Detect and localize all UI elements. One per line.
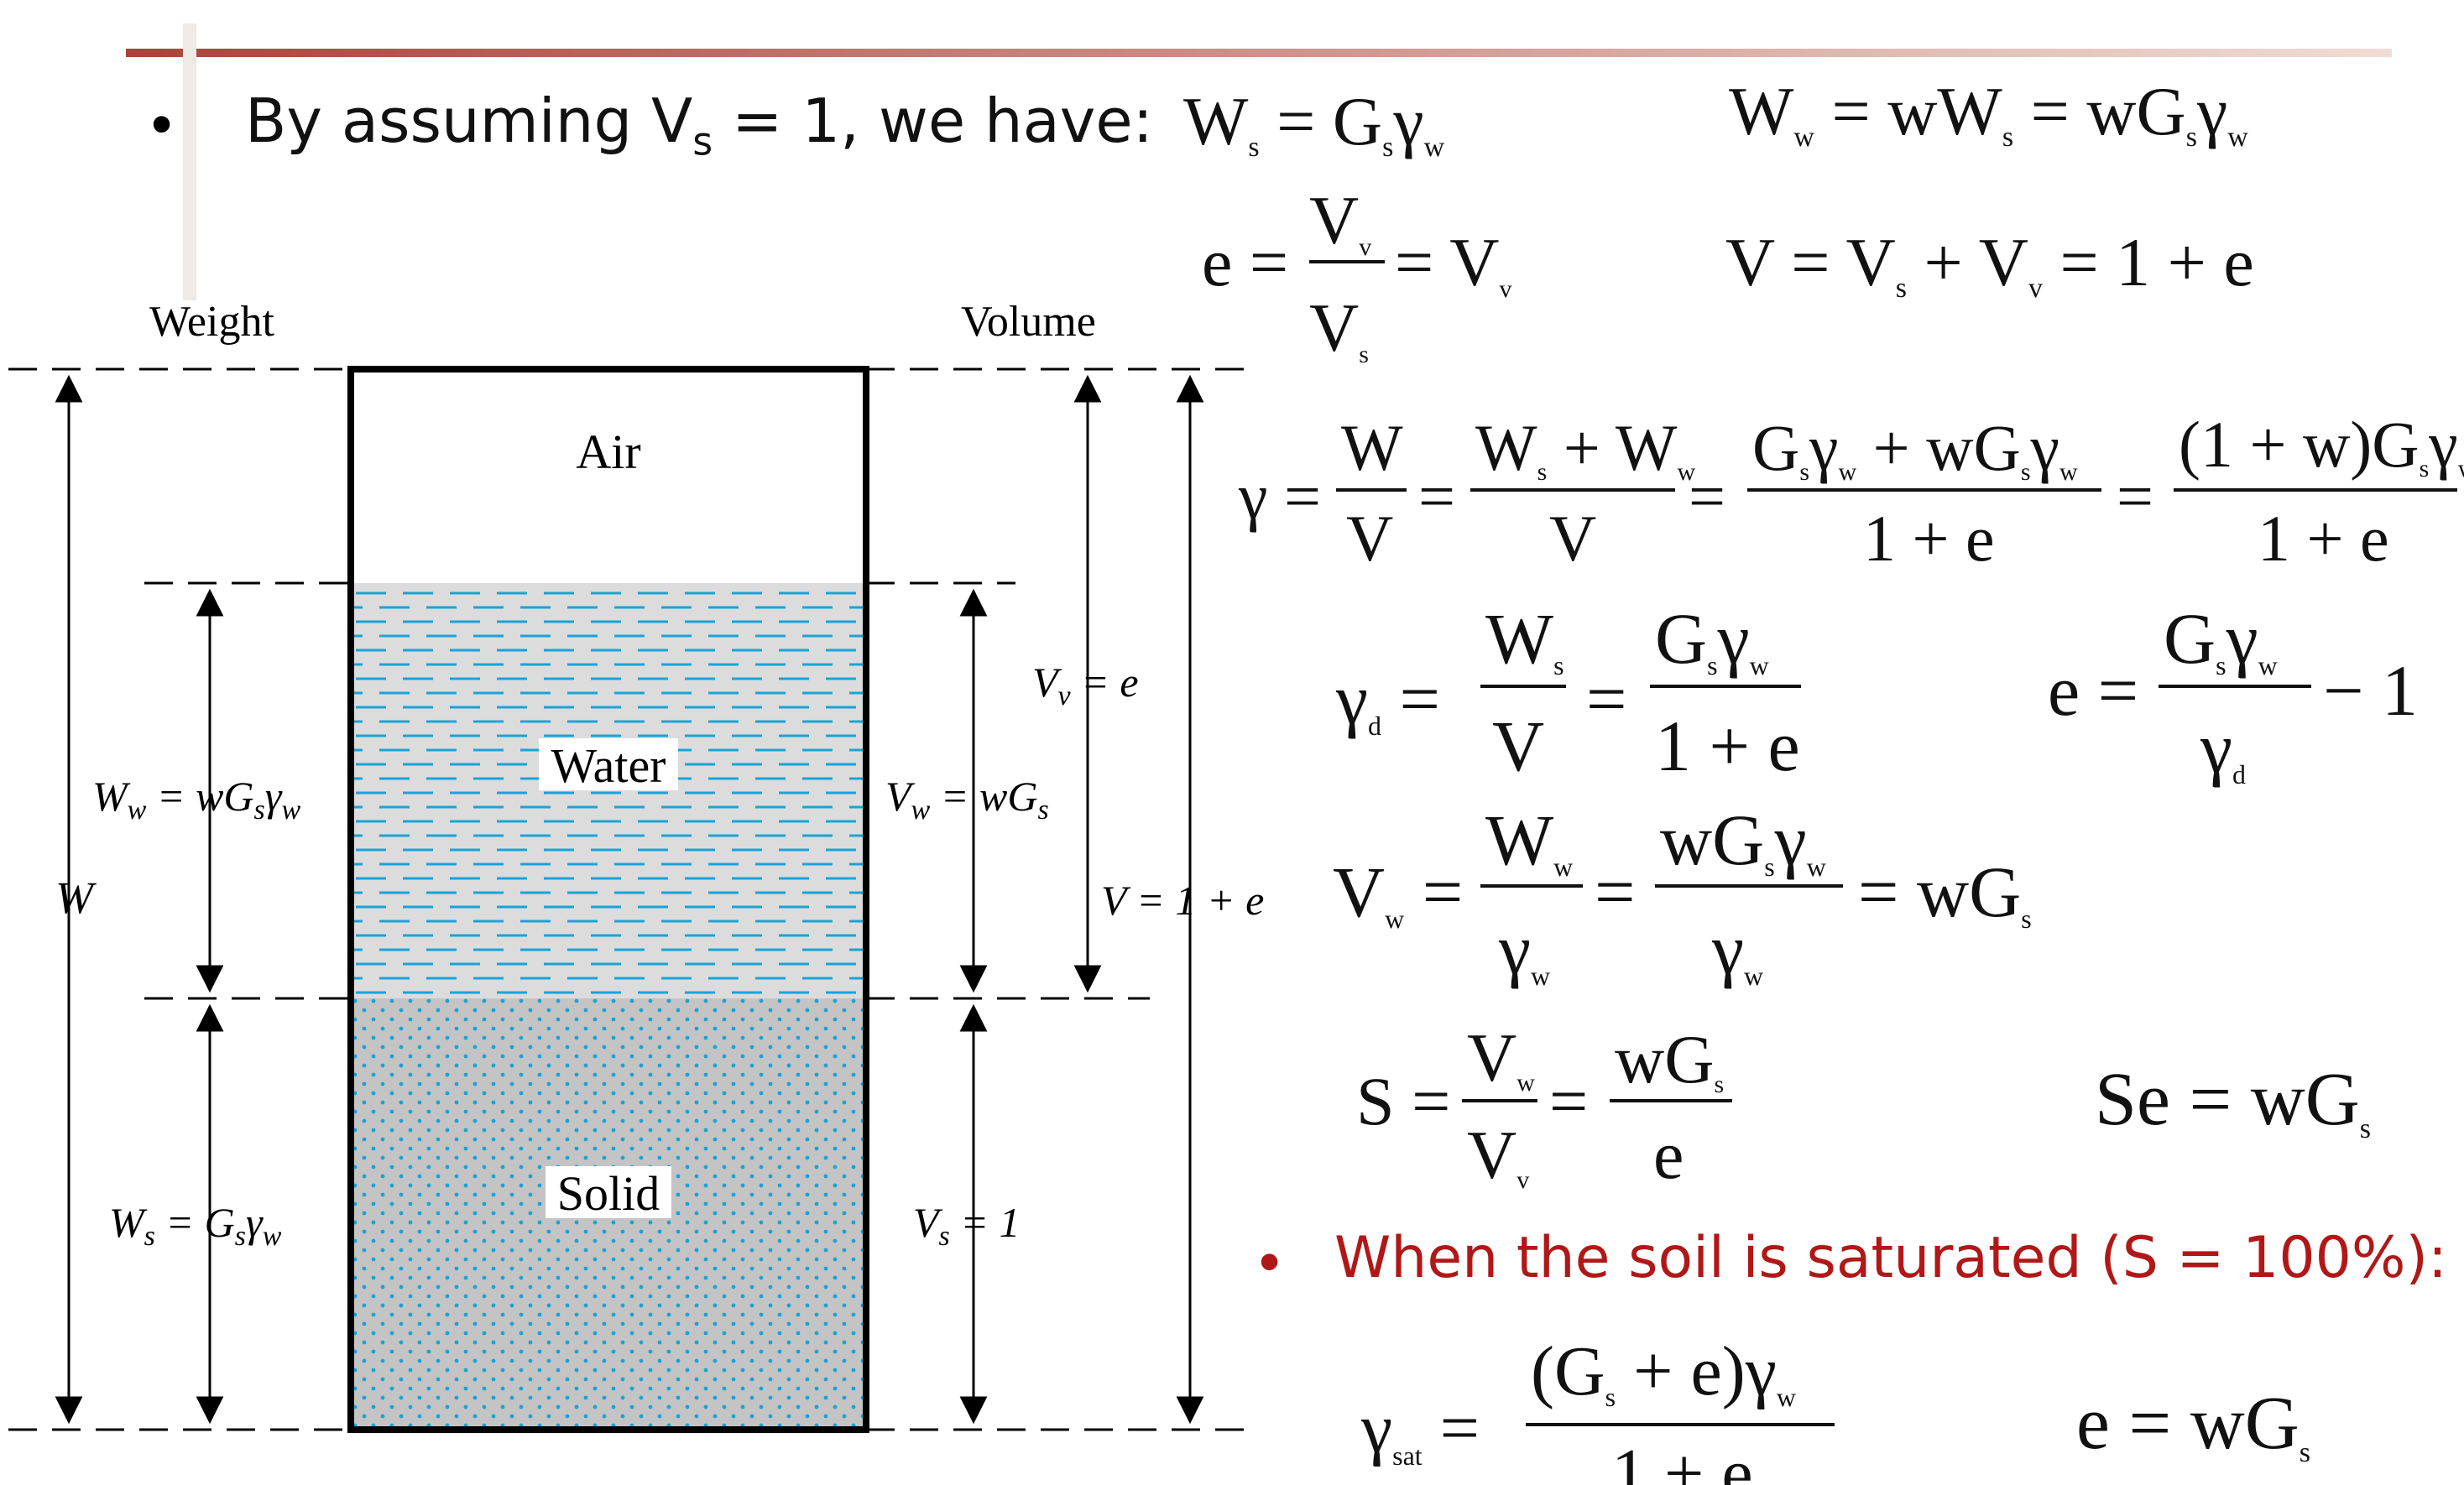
svg-text:= Vv: = Vv: [1395, 224, 1511, 303]
svg-text:(Gs + e)γw: (Gs + e)γw: [1531, 1332, 1796, 1412]
water-phase: [351, 583, 866, 998]
svg-text:wGs: wGs: [1615, 1021, 1724, 1098]
equation-void-ratio: e = Vv Vs = Vv: [1202, 182, 1511, 368]
svg-text:γw: γw: [1711, 909, 1763, 991]
vv-label: Vv = e: [1032, 659, 1139, 711]
svg-text:γ =: γ =: [1238, 460, 1321, 533]
svg-text:γw: γw: [1498, 909, 1550, 991]
svg-text:Ws + Ww: Ws + Ww: [1475, 411, 1696, 486]
svg-text:γd: γd: [2200, 707, 2246, 789]
w-label: W: [55, 873, 97, 923]
svg-text:Gsγw: Gsγw: [1655, 598, 1769, 680]
svg-text:e: e: [1653, 1117, 1684, 1193]
svg-text:1 + e: 1 + e: [1863, 502, 1995, 575]
solid-label-bg: [546, 1166, 671, 1218]
svg-text:Gsγw: Gsγw: [2164, 598, 2278, 680]
svg-text:Vv: Vv: [1467, 1117, 1529, 1194]
svg-text:= wGs: = wGs: [1858, 852, 2032, 934]
svg-text:Vs: Vs: [1309, 289, 1369, 368]
volume-heading: Volume: [961, 298, 1096, 346]
svg-text:Ww: Ww: [1485, 800, 1573, 882]
svg-text:(1 + w)Gsγw: (1 + w)Gsγw: [2179, 408, 2464, 482]
svg-text:Vw =: Vw =: [1333, 852, 1463, 934]
equation-saturated-unit-weight: γsat = (Gs + e)γw 1 + e: [1360, 1332, 1835, 1485]
phase-box-outline: [347, 366, 869, 1433]
svg-text:=: =: [1549, 1063, 1588, 1139]
vs-label: Vs = 1: [913, 1199, 1021, 1252]
svg-text:=: =: [1595, 852, 1636, 932]
water-label: Water: [551, 738, 666, 793]
svg-text:γsat =: γsat =: [1360, 1389, 1480, 1471]
soil-phase-diagram: Air Water Solid Weight Volume W Ww = wGs…: [8, 298, 1264, 1433]
svg-text:1 + e: 1 + e: [1655, 706, 1800, 786]
svg-text:1 + e: 1 + e: [2258, 502, 2389, 575]
svg-text:V: V: [1346, 502, 1393, 575]
svg-text:Ww = wWs = wGsγw: Ww = wWs = wGsγw: [1729, 73, 2248, 153]
bullet-icon: •: [1259, 1228, 1281, 1295]
equation-ww: Ww = wWs = wGsγw: [1729, 73, 2248, 153]
svg-text:V = Vs + Vv = 1 + e: V = Vs + Vv = 1 + e: [1725, 224, 2254, 304]
svg-text:=: =: [2117, 460, 2153, 533]
svg-text:W: W: [1341, 411, 1403, 484]
v-label: V = 1 + e: [1101, 877, 1264, 924]
svg-text:=: =: [1689, 460, 1725, 533]
intro-text: By assuming Vs = 1, we have:: [245, 86, 1153, 164]
water-label-bg: [539, 738, 678, 790]
air-phase: [351, 369, 866, 583]
equation-ws: Ws = Gsγw: [1183, 83, 1445, 163]
ws-label: Ws = Gsγw: [109, 1199, 282, 1252]
svg-text:V: V: [1492, 706, 1544, 786]
equation-water-volume: Vw = Ww γw = wGsγw γw = wGs: [1333, 800, 2032, 991]
svg-text:γd =: γd =: [1335, 659, 1440, 741]
svg-text:Gsγw + wGsγw: Gsγw + wGsγw: [1752, 411, 2078, 486]
ww-label: Ww = wGsγw: [92, 773, 300, 826]
svg-text:Ws = Gsγw: Ws = Gsγw: [1183, 83, 1445, 163]
svg-text:e =: e =: [1202, 224, 1288, 300]
bullet-icon: •: [151, 91, 173, 158]
equation-se: Se = wGs: [2095, 1058, 2371, 1144]
equation-dry-unit-weight: γd = Ws V = Gsγw 1 + e: [1335, 598, 1801, 786]
solid-label: Solid: [557, 1166, 660, 1221]
svg-text:e = wGs: e = wGs: [2076, 1382, 2310, 1468]
svg-text:=: =: [1586, 659, 1627, 739]
side-accent-bar: [183, 23, 196, 300]
svg-text:Vv: Vv: [1309, 182, 1371, 261]
svg-text:V: V: [1549, 502, 1596, 575]
equation-unit-weight: γ = W V = Ws + Ww V = Gsγw + wGsγw 1 + e…: [1238, 408, 2464, 575]
equation-e-from-dry: e = Gsγw γd − 1: [2048, 598, 2418, 789]
svg-text:Ws: Ws: [1485, 598, 1564, 680]
svg-text:e =: e =: [2048, 650, 2138, 731]
svg-text:wGsγw: wGsγw: [1660, 800, 1826, 882]
top-rule: [126, 49, 2392, 57]
level-lines: [8, 367, 1259, 1431]
svg-text:S =: S =: [1356, 1063, 1450, 1139]
svg-text:1 + e: 1 + e: [1611, 1435, 1753, 1485]
air-label: Air: [576, 425, 640, 479]
svg-text:Vw: Vw: [1467, 1019, 1535, 1097]
svg-text:Se = wGs: Se = wGs: [2095, 1058, 2371, 1144]
svg-text:=: =: [1418, 460, 1455, 533]
equation-e-saturated: e = wGs: [2076, 1382, 2310, 1468]
equation-total-volume: V = Vs + Vv = 1 + e: [1725, 224, 2254, 304]
saturated-note: When the soil is saturated (S = 100%):: [1334, 1225, 2447, 1291]
equation-saturation: S = Vw Vv = wGs e: [1356, 1019, 1732, 1194]
svg-text:− 1: − 1: [2323, 650, 2418, 731]
weight-heading: Weight: [149, 298, 274, 346]
